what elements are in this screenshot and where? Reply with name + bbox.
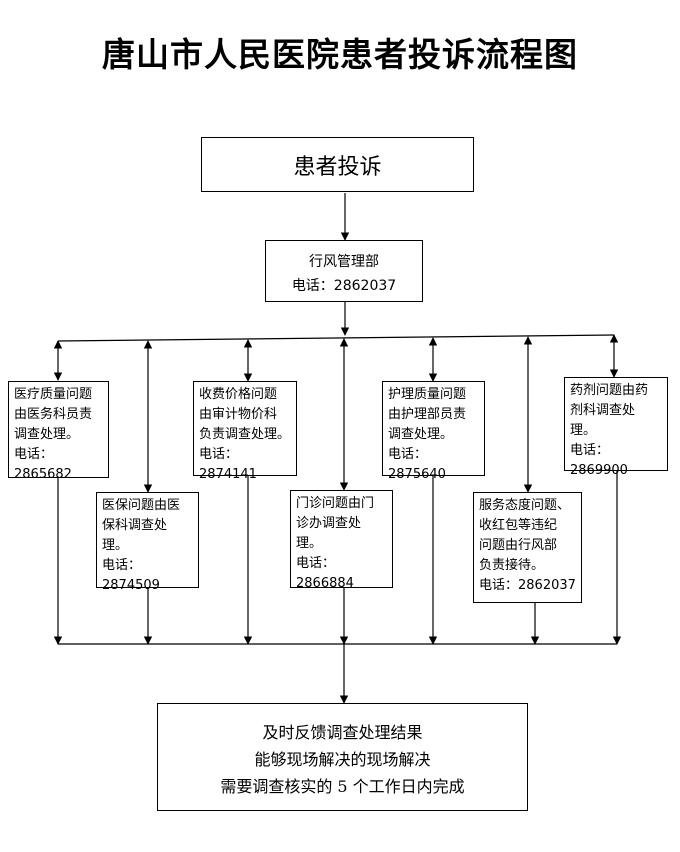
dept-line: 保科调查处 [102,518,168,533]
dept-line: 服务态度问题、 [479,498,571,513]
manager-name: 行风管理部 [309,254,379,270]
dept-box-service-attitude: 服务态度问题、 收红包等违纪 问题由行风部 负责接待。 电话：2862037 [473,492,582,603]
dept-line: 理。 [570,423,597,438]
dept-line: 理。 [102,538,129,553]
dept-line: 护理质量问题 [388,387,467,402]
dept-line: 由审计物价科 [199,407,278,422]
page-title: 唐山市人民医院患者投诉流程图 [102,35,578,74]
dept-line: 医疗质量问题 [14,387,93,402]
result-line: 能够现场解决的现场解决 [254,750,431,769]
dept-line: 负责调查处理。 [199,427,291,442]
dept-box-nursing: 护理质量问题 由护理部员责 调查处理。 电话：2875640 [382,381,485,482]
dept-phone: 电话：2865682 [14,447,72,482]
manager-phone: 电话：2862037 [291,278,397,294]
dept-line: 诊办调查处 [296,516,362,531]
dept-phone: 电话：2874141 [199,447,257,482]
dept-box-pharmacy: 药剂问题由药 剂科调查处 理。 电话：2869900 [564,377,668,478]
dept-line: 理。 [296,536,323,551]
dept-phone: 电话：2875640 [388,447,446,482]
dept-line: 由医务科员责 [14,407,93,422]
dept-box-outpatient: 门诊问题由门 诊办调查处 理。 电话：2866884 [290,490,393,591]
dept-box-pricing: 收费价格问题 由审计物价科 负责调查处理。 电话：2874141 [193,381,297,482]
dept-line: 调查处理。 [388,427,454,442]
dept-line: 门诊问题由门 [296,496,375,511]
dept-box-medical-quality: 医疗质量问题 由医务科员责 调查处理。 电话：2865682 [8,381,109,482]
dept-phone: 电话：2869900 [570,443,628,478]
manager-box: 行风管理部 电话：2862037 [265,240,423,302]
result-box: 及时反馈调查处理结果 能够现场解决的现场解决 需要调查核实的 5 个工作日内完成 [157,703,528,811]
dept-line: 调查处理。 [14,427,80,442]
dept-line: 负责接待。 [479,558,545,573]
dept-box-insurance: 医保问题由医 保科调查处 理。 电话：2874509 [96,492,199,593]
dept-line: 医保问题由医 [102,498,181,513]
dept-line: 剂科调查处 [570,403,636,418]
dept-line: 收红包等违纪 [479,518,558,533]
start-box: 患者投诉 [201,137,474,192]
dept-phone: 电话：2874509 [102,558,160,593]
result-line: 需要调查核实的 5 个工作日内完成 [220,777,465,796]
result-line: 及时反馈调查处理结果 [262,723,423,742]
dept-line: 收费价格问题 [199,387,278,402]
dept-line: 问题由行风部 [479,538,558,553]
dept-phone: 电话：2862037 [479,578,576,593]
dept-line: 药剂问题由药 [570,383,649,398]
dept-line: 由护理部员责 [388,407,467,422]
dept-phone: 电话：2866884 [296,556,354,591]
branch-line [57,334,615,342]
